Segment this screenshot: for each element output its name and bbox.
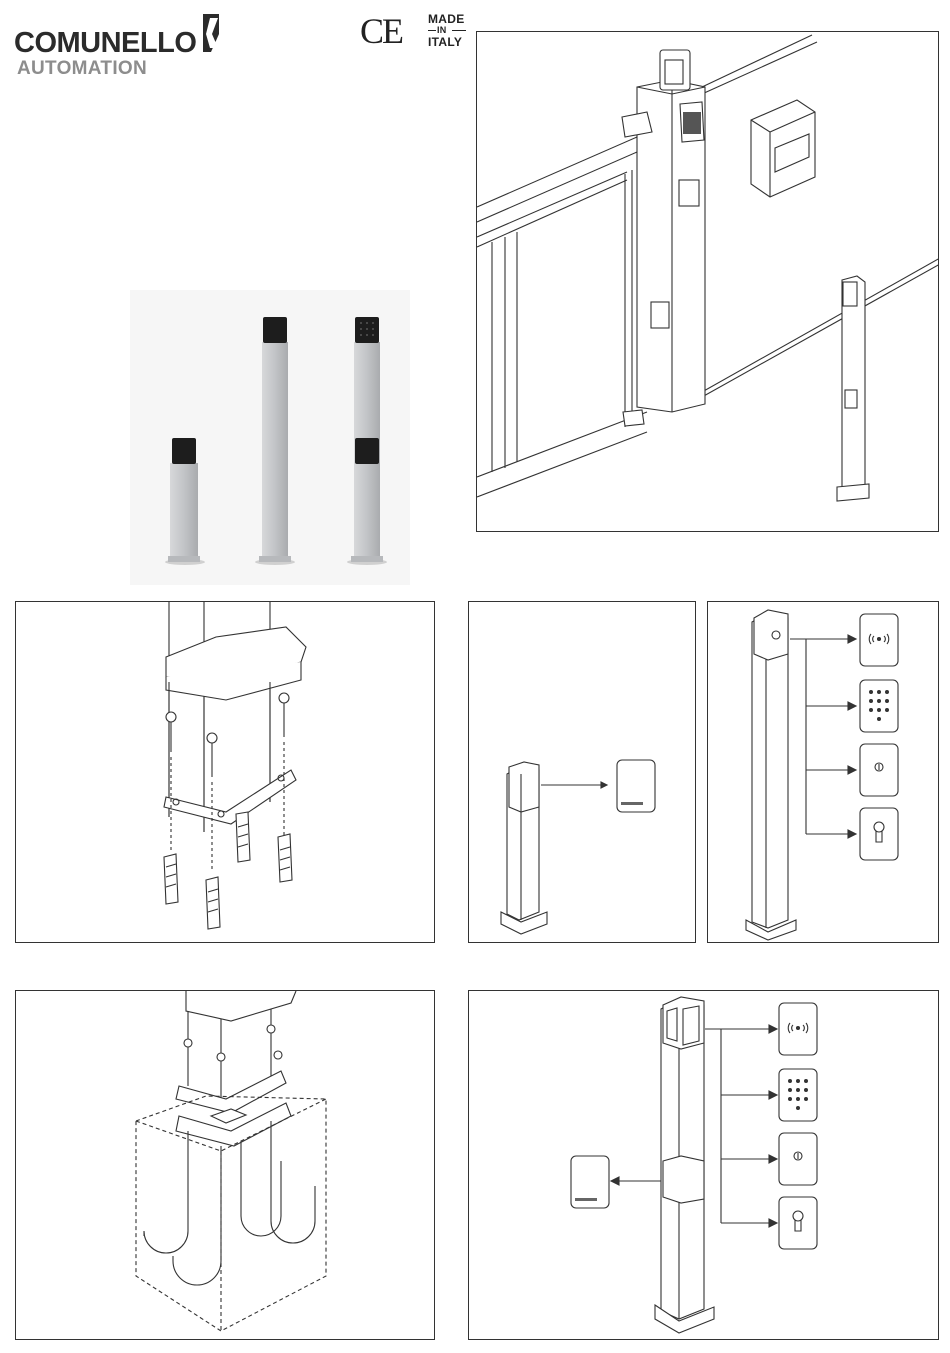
foundation-panel <box>15 990 435 1340</box>
country-label: ITALY <box>428 35 462 49</box>
made-in-divider-left <box>428 30 436 31</box>
cylinder-switch-device-2 <box>779 1197 817 1249</box>
key-switch-device-2 <box>779 1133 817 1185</box>
key-switch-device <box>860 744 898 796</box>
tall-post-panel <box>707 601 939 943</box>
double-post-panel <box>468 990 939 1340</box>
brand-subtitle: AUTOMATION <box>17 58 147 80</box>
ce-mark: CE <box>360 10 402 52</box>
product-photo <box>130 290 410 585</box>
keypad-device <box>860 680 898 732</box>
proximity-reader-device-2 <box>779 1003 817 1055</box>
keypad-device-2 <box>779 1069 817 1121</box>
brand-name: COMUNELLO <box>14 27 196 60</box>
gate-installation-panel <box>476 31 939 532</box>
side-reader-device <box>571 1156 609 1208</box>
made-label: MADE <box>428 12 465 26</box>
proximity-reader-device <box>860 614 898 666</box>
cylinder-switch-device <box>860 808 898 860</box>
surface-mount-panel <box>15 601 435 943</box>
short-post-panel <box>468 601 696 943</box>
made-in-divider-right <box>452 30 466 31</box>
in-label: IN <box>437 25 447 35</box>
brand-logo-icon <box>199 14 223 52</box>
